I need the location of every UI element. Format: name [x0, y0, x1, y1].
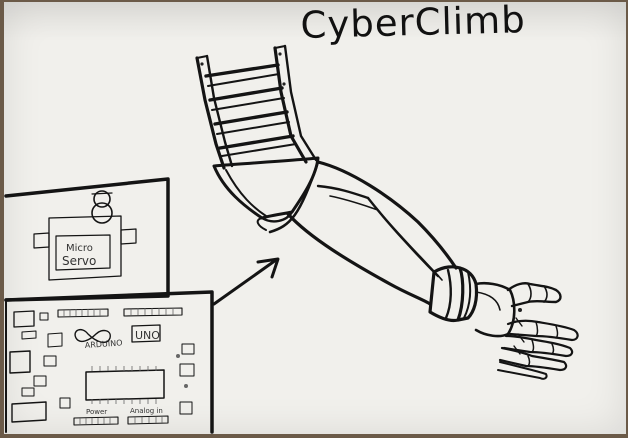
servo-label-line1: Micro [66, 243, 93, 254]
arduino-panel: ARDUINO UNO [6, 292, 212, 432]
robot-arm-drawing [197, 46, 578, 379]
servo-panel: Micro Servo [6, 179, 168, 300]
arrow-to-arm [214, 259, 278, 304]
board-brand: ARDUINO [85, 338, 123, 350]
board-power-label: Power [86, 408, 107, 416]
board-analog-label: Analog in [130, 407, 163, 415]
board-model: UNO [135, 329, 160, 342]
servo-label-line2: Servo [62, 254, 96, 268]
